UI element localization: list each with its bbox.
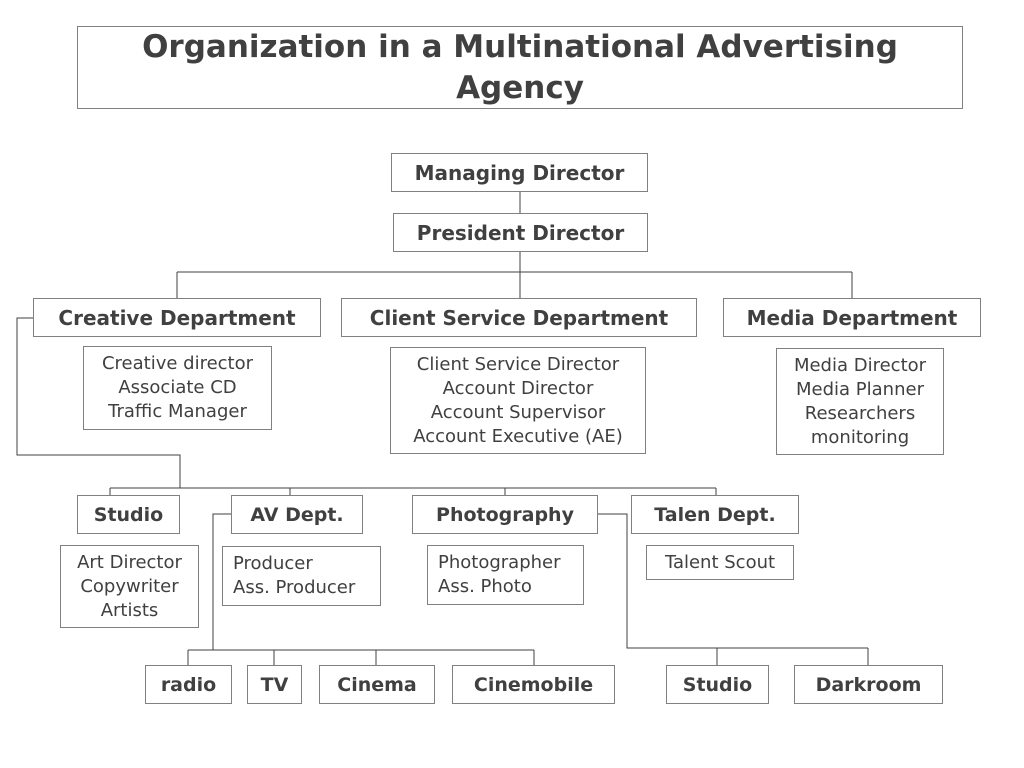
role-item: Art Director bbox=[77, 551, 182, 573]
av-dept-node: AV Dept. bbox=[231, 495, 363, 534]
role-item: Copywriter bbox=[80, 575, 179, 597]
photography-roles-list: Photographer Ass. Photo bbox=[427, 545, 584, 605]
media-roles-list: Media Director Media Planner Researchers… bbox=[776, 348, 944, 455]
role-item: Account Executive (AE) bbox=[413, 425, 623, 447]
role-item: Client Service Director bbox=[416, 353, 620, 375]
role-item: Account Supervisor bbox=[430, 401, 606, 423]
creative-roles-list: Creative director Associate CD Traffic M… bbox=[83, 346, 272, 430]
cinema-node: Cinema bbox=[319, 665, 435, 704]
page-title: Organization in a Multinational Advertis… bbox=[142, 28, 898, 106]
darkroom-node: Darkroom bbox=[794, 665, 943, 704]
creative-department-node: Creative Department bbox=[33, 298, 321, 337]
studio-roles-list: Art Director Copywriter Artists bbox=[60, 545, 199, 628]
tv-node: TV bbox=[247, 665, 302, 704]
av-roles-list: Producer Ass. Producer bbox=[222, 546, 381, 606]
role-item: Creative director bbox=[101, 353, 254, 374]
president-director-node: President Director bbox=[393, 213, 648, 252]
photo-studio-node: Studio bbox=[666, 665, 769, 704]
client-service-roles-list: Client Service Director Account Director… bbox=[390, 347, 646, 454]
role-item: monitoring bbox=[810, 426, 910, 448]
photography-node: Photography bbox=[412, 495, 598, 534]
role-item: Media Planner bbox=[796, 378, 924, 400]
role-item: Photographer bbox=[438, 552, 561, 573]
talent-roles-list: Talent Scout bbox=[646, 545, 794, 580]
title-box: Organization in a Multinational Advertis… bbox=[77, 26, 963, 109]
cinemobile-node: Cinemobile bbox=[452, 665, 615, 704]
managing-director-node: Managing Director bbox=[391, 153, 648, 192]
role-item: Media Director bbox=[793, 354, 927, 376]
role-item: Talent Scout bbox=[664, 551, 776, 573]
role-item: Ass. Producer bbox=[233, 577, 356, 598]
role-item: Researchers bbox=[804, 402, 916, 424]
role-item: Traffic Manager bbox=[108, 401, 247, 422]
role-item: Artists bbox=[100, 599, 159, 621]
client-service-department-node: Client Service Department bbox=[341, 298, 697, 337]
talent-dept-node: Talen Dept. bbox=[631, 495, 799, 534]
radio-node: radio bbox=[145, 665, 232, 704]
role-item: Account Director bbox=[442, 377, 594, 399]
role-item: Producer bbox=[233, 553, 313, 574]
role-item: Ass. Photo bbox=[438, 576, 532, 597]
media-department-node: Media Department bbox=[723, 298, 981, 337]
studio-unit-node: Studio bbox=[77, 495, 180, 534]
role-item: Associate CD bbox=[118, 377, 237, 398]
